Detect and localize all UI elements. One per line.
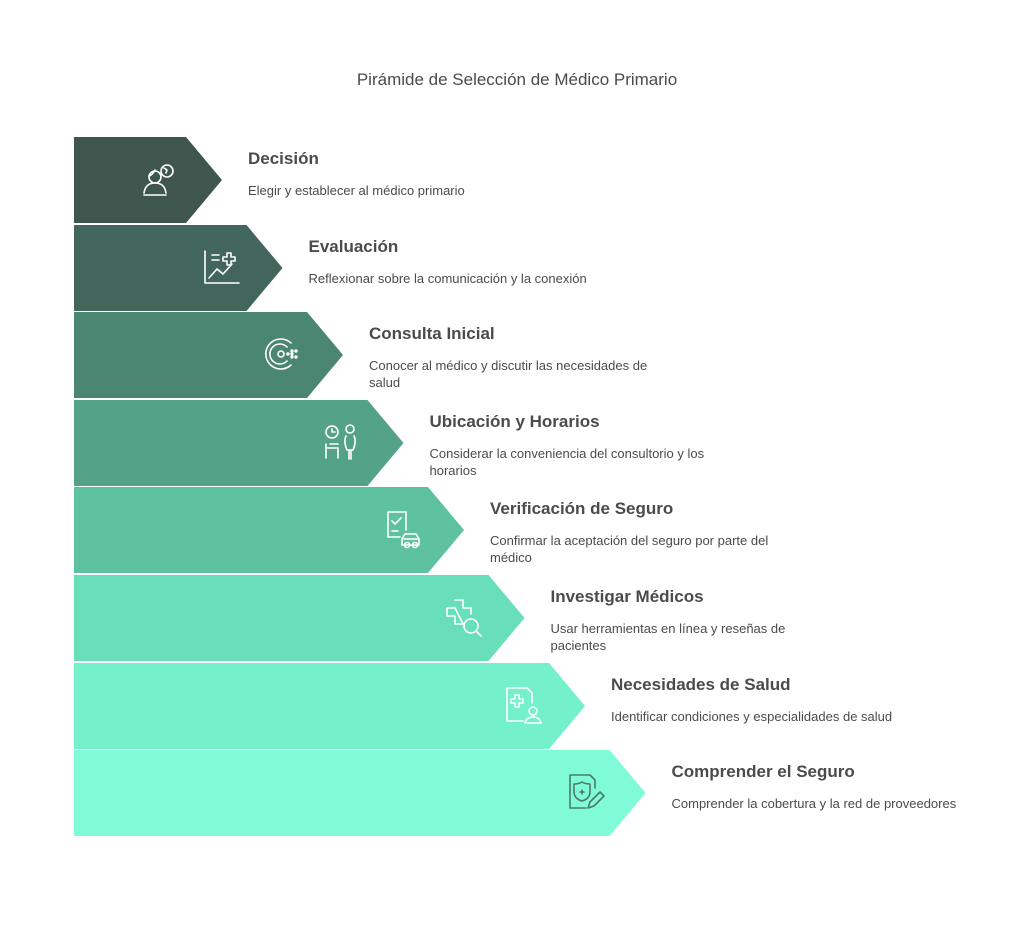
stage-arrow — [74, 487, 464, 574]
insurance-document-icon — [562, 770, 606, 814]
stage-title: Ubicación y Horarios — [429, 411, 600, 431]
arrow-shape — [74, 137, 222, 223]
stage-title: Investigar Médicos — [550, 587, 704, 606]
arrow-shape — [74, 312, 343, 399]
stage-arrow — [74, 312, 343, 399]
arrow-shape — [74, 224, 283, 311]
stage-arrow — [74, 137, 222, 223]
stage-description: Conocer al médico y discutir las necesid… — [369, 358, 648, 391]
stage-arrow — [74, 399, 404, 486]
arrow-shape — [74, 487, 464, 574]
medical-record-person-icon — [501, 683, 545, 727]
stage-title: Necesidades de Salud — [611, 674, 791, 694]
stage-title: Comprender el Seguro — [671, 762, 855, 782]
stage-title: Consulta Inicial — [369, 324, 495, 344]
stage-arrow — [74, 575, 525, 661]
arrow-shape — [74, 575, 525, 661]
clock-person-icon — [320, 420, 364, 464]
document-car-icon — [380, 507, 424, 551]
arrow-shape — [74, 750, 646, 837]
stage-title: Decisión — [248, 149, 319, 168]
stage-description: Comprender la cobertura y la red de prov… — [671, 796, 957, 812]
consultation-dots-icon — [259, 332, 303, 376]
stage-arrow — [74, 750, 646, 837]
medical-search-icon — [441, 595, 485, 639]
stage-description: Confirmar la aceptación del seguro por p… — [490, 533, 769, 566]
stage-description: Usar herramientas en línea y reseñas de … — [550, 621, 786, 653]
arrow-shape — [74, 399, 404, 486]
health-chart-icon — [199, 245, 243, 289]
arrow-shape — [74, 662, 585, 749]
stage-title: Verificación de Seguro — [490, 499, 674, 519]
stage-arrow — [74, 224, 283, 311]
diagram-title: Pirámide de Selección de Médico Primario — [356, 70, 678, 89]
stage-description: Reflexionar sobre la comunicación y la c… — [308, 270, 587, 286]
person-refresh-icon — [138, 157, 182, 201]
stage-description: Identificar condiciones y especialidades… — [611, 708, 893, 724]
stage-description: Elegir y establecer al médico primario — [248, 183, 465, 198]
stage-title: Evaluación — [308, 236, 399, 256]
stage-description: Considerar la conveniencia del consultor… — [429, 445, 705, 478]
stage-arrow — [74, 662, 585, 749]
